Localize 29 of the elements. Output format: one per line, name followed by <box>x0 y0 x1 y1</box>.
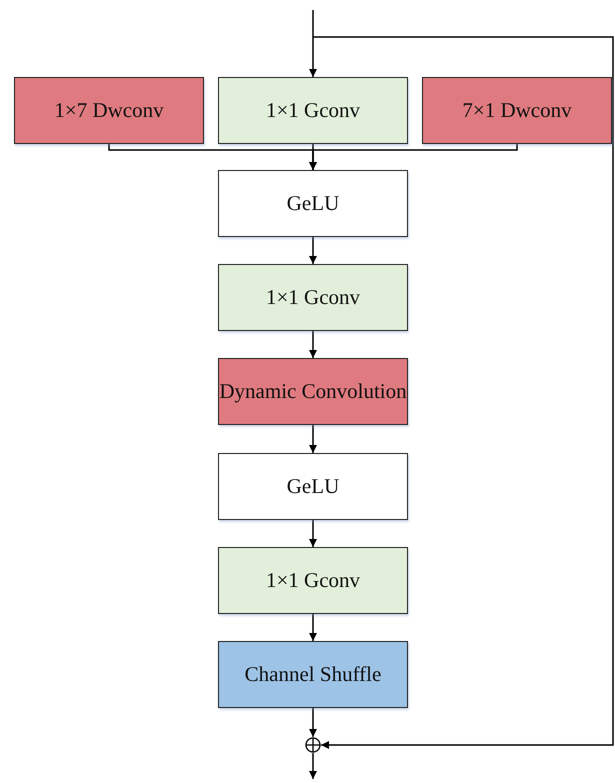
arrow <box>309 237 317 264</box>
box-label: 1×1 Gconv <box>266 284 360 310</box>
arrow <box>309 753 317 779</box>
process-box <box>218 358 408 425</box>
sum-circle <box>305 737 321 753</box>
arrow <box>309 425 317 453</box>
arrow <box>309 144 518 170</box>
process-box <box>14 77 204 144</box>
arrow <box>309 10 317 77</box>
box-label: Dynamic Convolution <box>219 378 407 404</box>
box-label: GeLU <box>286 190 340 216</box>
process-box <box>218 170 408 237</box>
process-box <box>218 264 408 331</box>
box-label: Channel Shuffle <box>244 662 382 688</box>
process-box <box>218 547 408 614</box>
arrow <box>313 36 614 749</box>
box-label: 1×1 Gconv <box>266 98 360 124</box>
box-label: 1×1 Gconv <box>266 568 360 594</box>
arrow <box>309 708 317 737</box>
box-label: 1×7 Dwconv <box>54 98 164 124</box>
arrow <box>309 520 317 547</box>
arrow <box>309 614 317 641</box>
process-box <box>218 453 408 520</box>
process-box <box>218 641 408 708</box>
process-box <box>218 77 408 144</box>
process-box <box>422 77 612 144</box>
arrow <box>309 331 317 358</box>
box-label: 7×1 Dwconv <box>462 98 572 124</box>
box-label: GeLU <box>286 474 340 500</box>
